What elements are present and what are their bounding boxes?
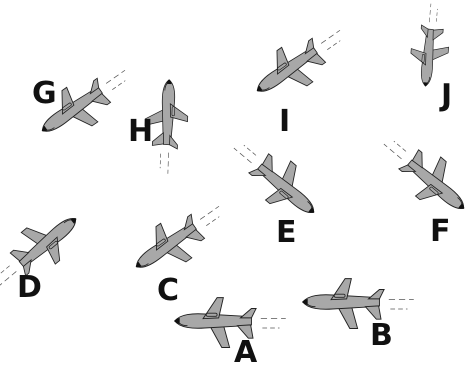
- label-d: D: [17, 270, 42, 305]
- airplane-icon: [370, 123, 472, 226]
- plane-j: [407, 1, 453, 89]
- plane-b: [301, 278, 415, 329]
- label-g: G: [32, 76, 57, 111]
- label-j: J: [439, 78, 452, 113]
- label-h: H: [128, 114, 153, 149]
- airplane-icon: [244, 13, 356, 112]
- airplane-icon: [407, 1, 453, 89]
- airplane-icon: [173, 297, 287, 348]
- plane-e: [220, 127, 331, 230]
- label-e: E: [276, 215, 297, 250]
- airplane-icon: [301, 278, 415, 329]
- airplane-icon: [0, 199, 91, 302]
- plane-a: [173, 297, 287, 348]
- label-c: C: [157, 273, 179, 308]
- label-f: F: [430, 214, 451, 249]
- plane-d: [0, 199, 91, 302]
- label-a: A: [234, 335, 258, 365]
- plane-f: [370, 123, 472, 226]
- label-i: I: [279, 104, 290, 139]
- plane-i: [244, 13, 356, 112]
- label-b: B: [370, 318, 393, 353]
- airplane-icon: [220, 127, 331, 230]
